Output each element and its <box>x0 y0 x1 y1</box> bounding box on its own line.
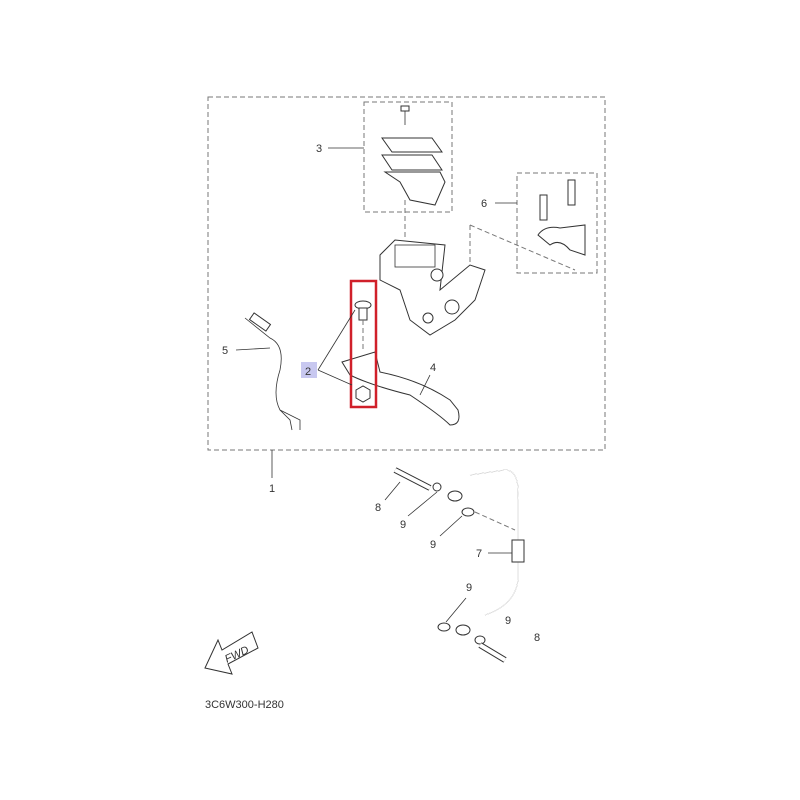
callout-4[interactable]: 4 <box>430 362 436 374</box>
callout-3[interactable]: 3 <box>316 143 322 155</box>
leader-lines <box>235 147 517 623</box>
reservoir-cap-part <box>381 105 446 240</box>
callout-9-a[interactable]: 9 <box>400 519 406 531</box>
holder-part <box>537 179 586 256</box>
callout-8-bottom[interactable]: 8 <box>534 632 540 644</box>
callout-9-c[interactable]: 9 <box>466 582 472 594</box>
brake-hose-part <box>393 467 525 663</box>
lever-part <box>341 300 460 426</box>
assembly-frame <box>207 96 606 451</box>
reservoir-cap-frame <box>363 101 453 213</box>
callout-9-d[interactable]: 9 <box>505 615 511 627</box>
callout-9-b[interactable]: 9 <box>430 539 436 551</box>
callout-2[interactable]: 2 <box>305 366 311 378</box>
callout-7[interactable]: 7 <box>476 548 482 560</box>
callout-6[interactable]: 6 <box>481 198 487 210</box>
highlight-box <box>349 279 378 409</box>
diagram-code: 3C6W300-H280 <box>205 699 284 711</box>
fwd-arrow-icon: FWD <box>204 631 259 675</box>
switch-part <box>244 312 301 431</box>
callout-5[interactable]: 5 <box>222 345 228 357</box>
holder-frame <box>516 172 598 274</box>
master-cylinder-part <box>379 224 576 336</box>
callout-2-highlight <box>301 362 317 378</box>
callout-1[interactable]: 1 <box>269 483 275 495</box>
callout-8-top[interactable]: 8 <box>375 502 381 514</box>
